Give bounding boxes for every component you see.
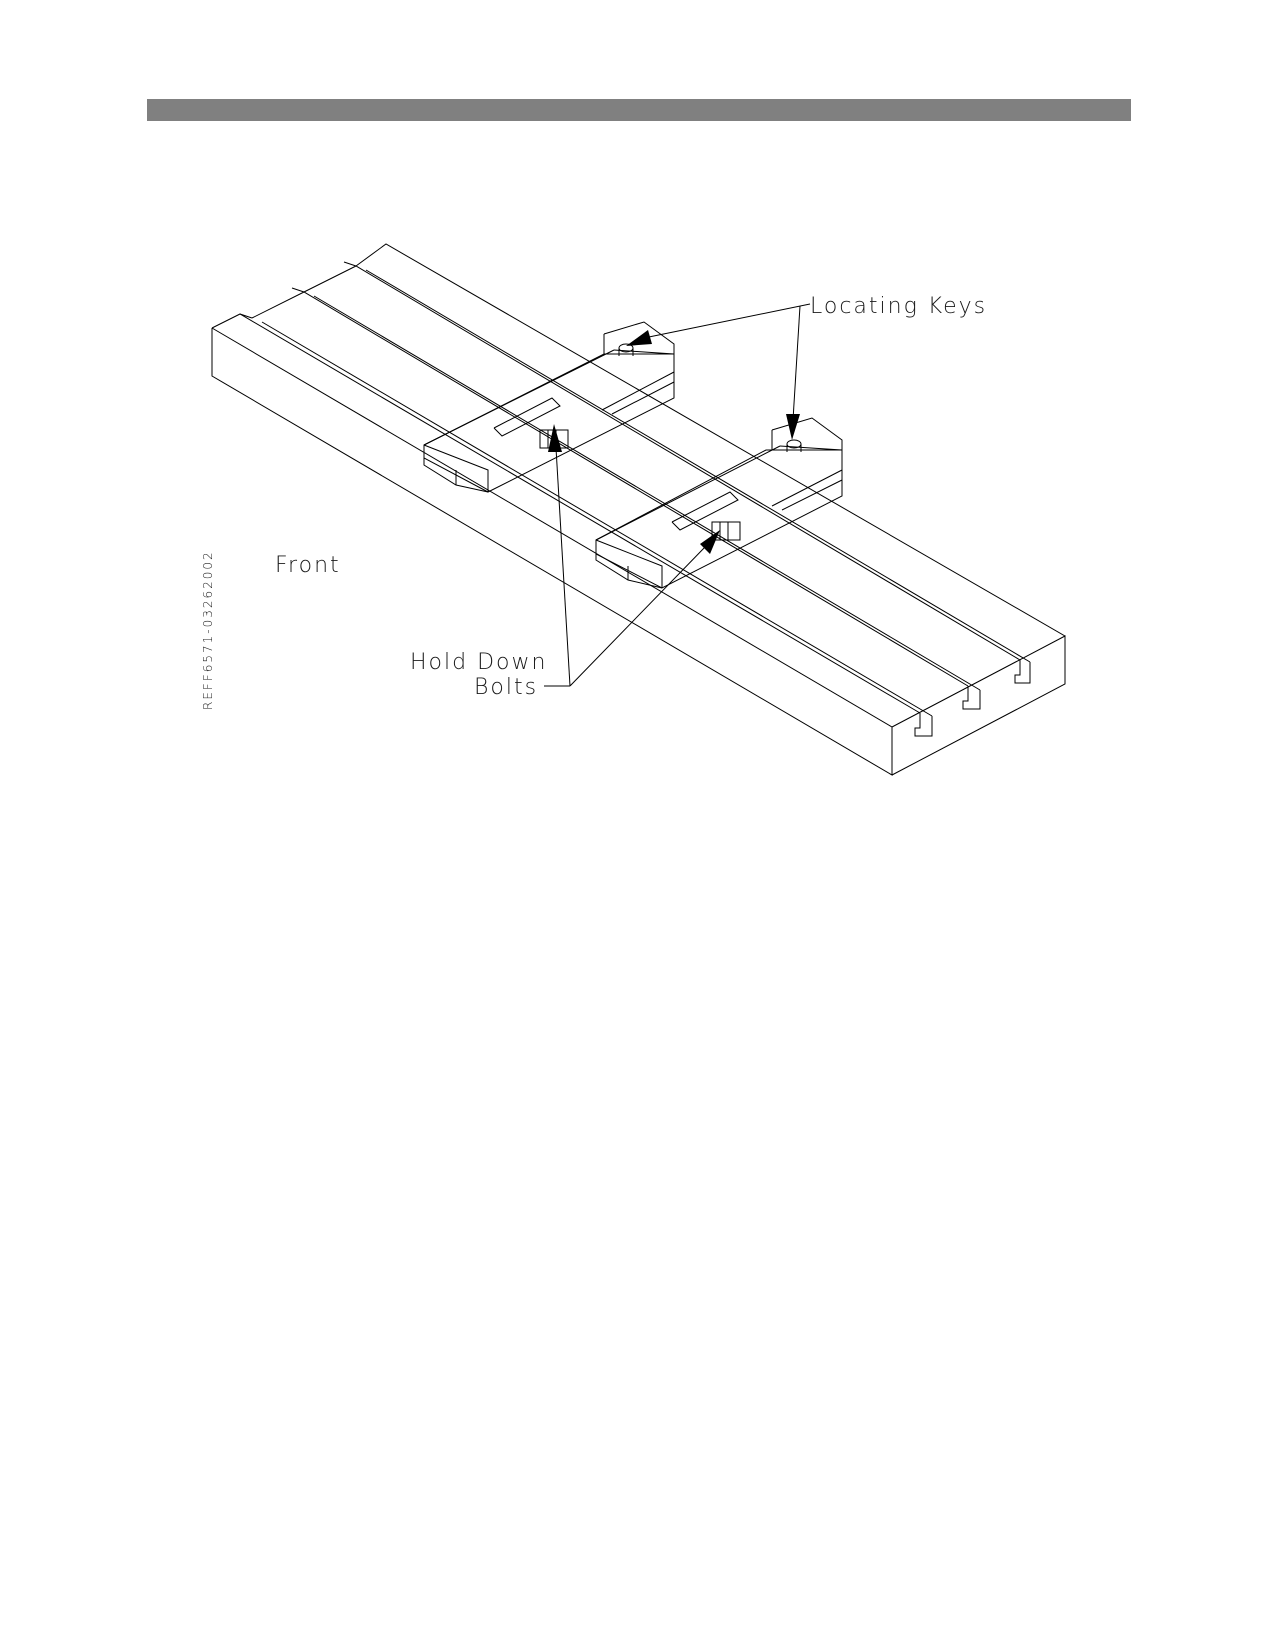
arrow-head-icon [548, 424, 562, 452]
locating-keys-label: Locating Keys [810, 294, 987, 319]
locating-keys-leaders [626, 303, 811, 440]
arrow-head-icon [626, 330, 652, 346]
table-base [211, 243, 1066, 776]
hold-down-bolts-leaders [544, 424, 720, 687]
arrow-head-icon [700, 530, 720, 554]
arrow-head-icon [786, 414, 800, 440]
t-slot-table-diagram: Locating Keys Front Hold Down Bolts REFF… [201, 243, 1066, 776]
hold-down-label-line1: Hold Down [410, 650, 547, 675]
header-bar [147, 99, 1131, 121]
right-fixture-bar [595, 417, 843, 589]
front-label: Front [275, 553, 341, 578]
reference-id-label: REFF6571-03262002 [201, 550, 215, 710]
left-fixture-bar [423, 321, 675, 493]
hold-down-label-line2: Bolts [474, 675, 538, 700]
